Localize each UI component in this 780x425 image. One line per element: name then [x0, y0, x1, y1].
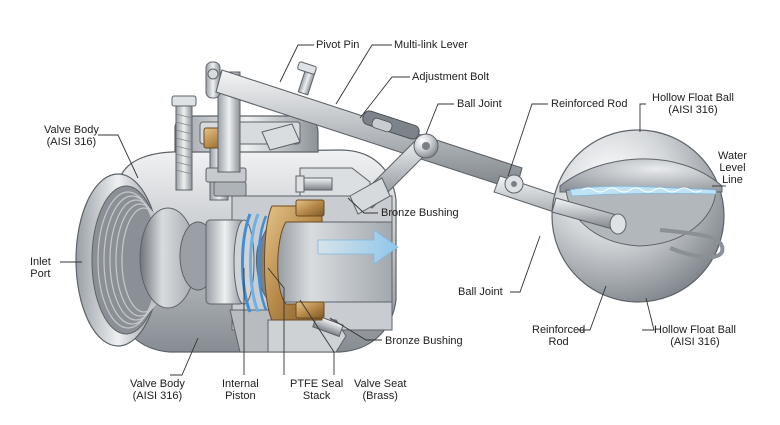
label-valve-body-top-line2: (AISI 316) — [46, 136, 97, 148]
label-hollow-float-ball-bottom-line1: Hollow Float Ball — [654, 324, 736, 336]
label-internal-piston-line2: Piston — [225, 390, 256, 402]
adjustment-slot — [362, 110, 420, 140]
label-water-level-line-2: Level — [719, 162, 746, 174]
label-valve-seat: Valve Seat (Brass) — [354, 378, 406, 402]
ptfe-seal-stack — [241, 213, 268, 313]
label-valve-body-bottom-line1: Valve Body — [130, 378, 185, 390]
label-ball-joint-bottom: Ball Joint — [458, 286, 503, 298]
label-valve-body-top: Valve Body (AISI 316) — [44, 124, 99, 148]
label-internal-piston-line1: Internal — [222, 378, 259, 390]
inlet-port — [75, 173, 217, 347]
label-ptfe-seal-stack: PTFE Seal Stack — [290, 378, 343, 402]
label-water-level-line: Water Level Line — [718, 150, 747, 186]
valve-body — [117, 95, 397, 353]
label-multi-link-lever: Multi-link Lever — [394, 39, 468, 51]
label-internal-piston: Internal Piston — [222, 378, 259, 402]
adjustment-bolt — [297, 61, 317, 96]
label-reinforced-rod-bottom: Reinforced Rod — [532, 324, 585, 348]
label-reinforced-rod-top: Reinforced Rod — [551, 98, 628, 110]
gland-collar — [261, 123, 301, 151]
hollow-float-ball — [551, 129, 725, 303]
label-valve-body-bottom-line2: (AISI 316) — [132, 390, 183, 402]
label-valve-body-bottom: Valve Body (AISI 316) — [130, 378, 185, 402]
label-hollow-float-ball-bottom-line2: (AISI 316) — [670, 336, 720, 348]
label-valve-body-top-line1: Valve Body — [44, 124, 99, 136]
label-water-level-line-3: Line — [722, 174, 743, 186]
label-ptfe-seal-stack-line2: Stack — [302, 390, 331, 402]
label-water-level-line-1: Water — [718, 150, 747, 162]
label-adjustment-bolt: Adjustment Bolt — [412, 71, 490, 83]
leader-lines — [60, 44, 726, 376]
label-inlet-port-line1: Inlet — [30, 256, 51, 268]
label-pivot-pin: Pivot Pin — [316, 39, 360, 51]
label-inlet-port: Inlet Port — [30, 256, 51, 280]
ball-joint-upper — [413, 133, 439, 159]
internal-piston — [205, 219, 255, 305]
water-level — [569, 185, 717, 197]
label-ptfe-seal-stack-line1: PTFE Seal — [290, 378, 344, 390]
label-bronze-bushing-top: Bronze Bushing — [381, 207, 459, 219]
arrow-right-icon — [317, 229, 399, 265]
label-hollow-float-ball-bottom: Hollow Float Ball (AISI 316) — [654, 324, 736, 348]
label-reinforced-rod-bottom-line1: Reinforced — [532, 324, 586, 336]
label-valve-seat-line2: (Brass) — [362, 390, 398, 402]
label-valve-seat-line1: Valve Seat — [354, 378, 407, 390]
label-hollow-float-ball-top-line1: Hollow Float Ball — [652, 92, 734, 104]
label-inlet-port-line2: Port — [30, 268, 51, 280]
label-hollow-float-ball-top: Hollow Float Ball (AISI 316) — [652, 92, 734, 116]
label-ball-joint-top: Ball Joint — [457, 98, 502, 110]
label-reinforced-rod-bottom-line2: Rod — [548, 336, 569, 348]
label-bronze-bushing-bottom: Bronze Bushing — [385, 335, 463, 347]
bronze-bushing-upper-cap — [295, 199, 325, 217]
label-hollow-float-ball-top-line2: (AISI 316) — [668, 104, 718, 116]
bronze-bushing-lower — [295, 301, 325, 319]
